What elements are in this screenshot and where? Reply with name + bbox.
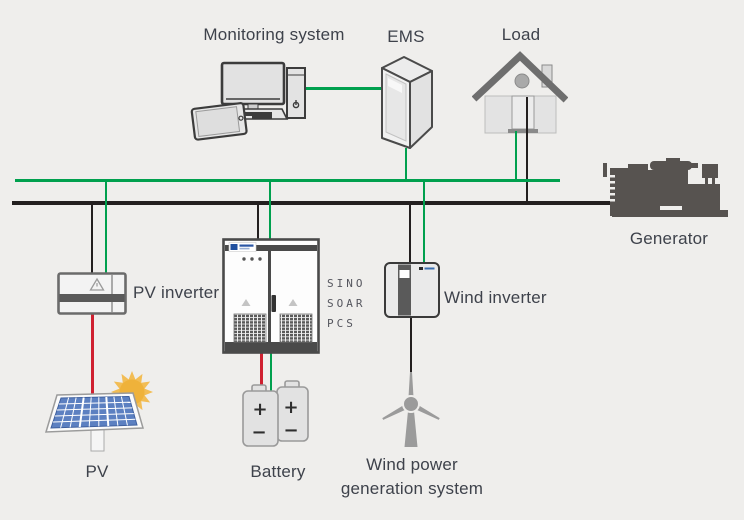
wind-power-label-line2: generation system — [340, 479, 484, 498]
wire-battery-cabinet-black — [257, 203, 259, 241]
battery-plus-symbol: + — [252, 399, 267, 420]
generator-icon — [603, 158, 728, 217]
load-house-icon — [472, 51, 568, 134]
wire-pv-inverter-black — [91, 203, 93, 275]
green-bus-line — [15, 179, 560, 182]
battery-label: Battery — [250, 462, 306, 481]
pv-inverter-label: PV inverter — [133, 283, 220, 302]
wind-inverter-label: Wind inverter — [444, 288, 547, 307]
wire-battery-green — [270, 352, 272, 397]
ems-cabinet-icon — [381, 56, 433, 149]
wire-battery-red — [260, 352, 263, 393]
wind-turbine-icon — [382, 372, 440, 447]
battery-cabinet-icon — [222, 238, 320, 354]
pv-panel-icon — [44, 371, 153, 452]
wire-house-green — [515, 131, 517, 181]
ems-label: EMS — [387, 27, 425, 46]
wire-pv-inverter-green — [105, 181, 107, 275]
wind-power-label: Wind power generation system — [341, 453, 483, 501]
monitoring-system-label: Monitoring system — [203, 25, 345, 44]
load-label: Load — [501, 25, 541, 44]
wire-monitoring-green — [303, 87, 382, 90]
pv-label: PV — [85, 462, 109, 481]
pcs-brand-line1: SINO — [327, 277, 366, 290]
pcs-brand-line2: SOAR — [327, 297, 366, 310]
generator-label: Generator — [629, 229, 709, 248]
wire-battery-cabinet-green — [269, 181, 271, 241]
battery-minus-symbol: − — [251, 422, 266, 443]
pcs-brand-line3: PCS — [327, 317, 356, 330]
wire-house-black — [526, 97, 528, 203]
wire-wind-inverter-black — [409, 203, 411, 264]
pv-inverter-icon — [57, 272, 127, 315]
battery-plus-symbol: + — [283, 397, 298, 418]
wire-pv-red — [91, 313, 94, 400]
battery-minus-symbol: − — [283, 420, 298, 441]
wire-wind-inverter-green — [423, 181, 425, 264]
wire-wind-turbine-black — [410, 318, 412, 374]
black-bus-line — [12, 201, 612, 205]
wind-power-label-line1: Wind power — [366, 455, 458, 474]
wind-inverter-icon — [384, 262, 440, 318]
monitoring-system-icon — [190, 61, 306, 141]
wire-ems-green — [405, 148, 407, 181]
battery-cells-icon: + + − − — [242, 380, 309, 447]
